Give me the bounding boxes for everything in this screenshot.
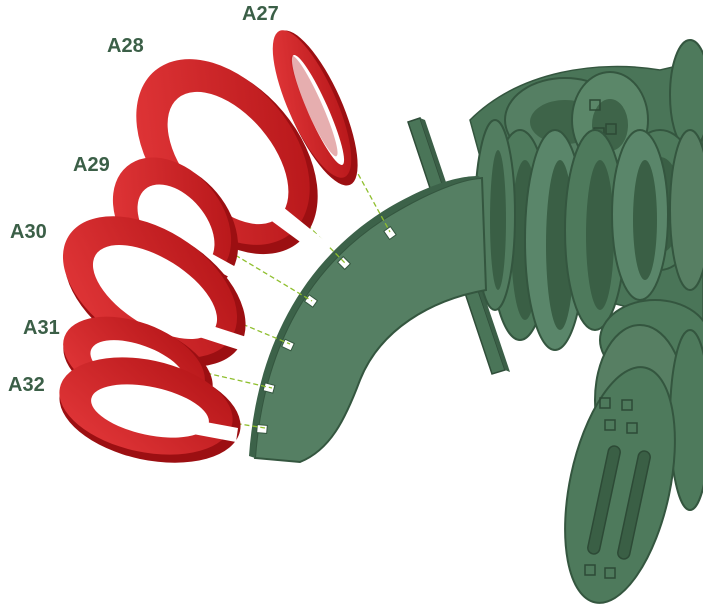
label-a27: A27: [242, 3, 279, 25]
model-rib: [633, 160, 657, 280]
label-a30: A30: [10, 221, 47, 243]
label-a31: A31: [23, 317, 60, 339]
model-leg: [670, 330, 703, 510]
model-rib: [490, 150, 506, 290]
label-a32: A32: [8, 374, 45, 396]
label-a29: A29: [73, 154, 110, 176]
model-rib: [586, 160, 614, 310]
label-a28: A28: [107, 35, 144, 57]
model-rib: [670, 130, 703, 290]
